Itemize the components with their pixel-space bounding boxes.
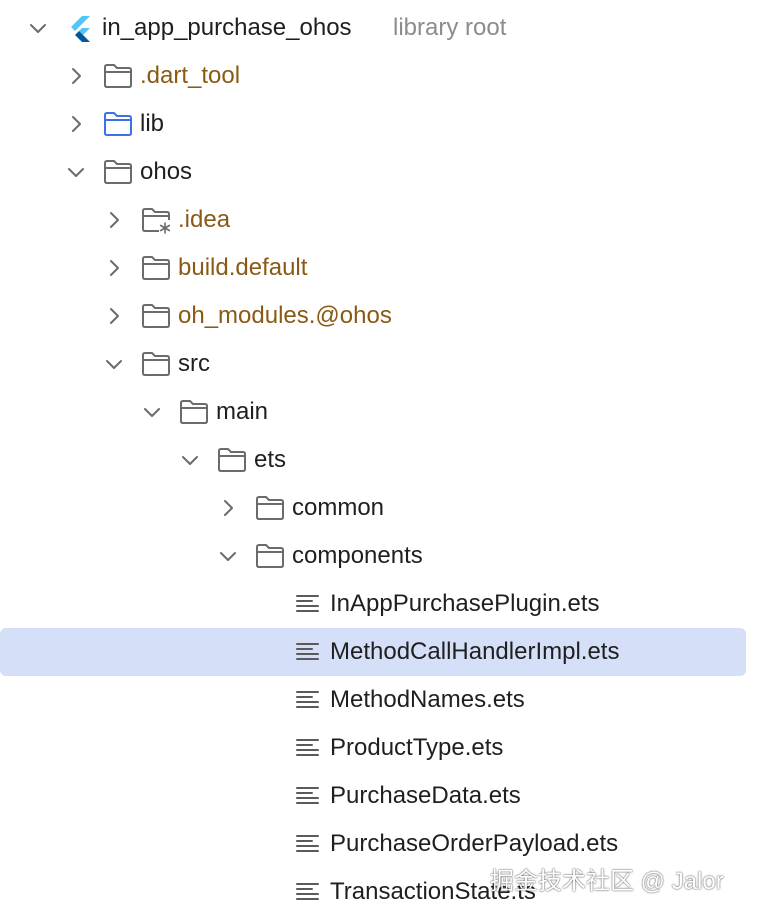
tree-row-main[interactable]: main: [0, 388, 748, 436]
folder-icon: [142, 304, 170, 328]
file-label: MethodNames.ets: [330, 686, 525, 713]
text-file-icon: [296, 835, 319, 852]
tree-row-src[interactable]: src: [0, 340, 748, 388]
file-label: PurchaseOrderPayload.ets: [330, 830, 619, 857]
tree-row-oh-modules[interactable]: oh_modules.@ohos: [0, 292, 748, 340]
folder-icon: [218, 448, 246, 472]
tree-row-lib[interactable]: lib: [0, 100, 748, 148]
tree-label: .idea: [178, 206, 231, 233]
tree-row-root[interactable]: in_app_purchase_ohos library root: [0, 4, 748, 52]
folder-icon: [104, 64, 132, 88]
tree-row-file[interactable]: InAppPurchasePlugin.ets: [0, 580, 748, 628]
text-file-icon: [296, 691, 319, 708]
watermark: 掘金技术社区 @ Jalor: [490, 868, 724, 895]
tree-row-file[interactable]: PurchaseOrderPayload.ets: [0, 820, 748, 868]
tree-row-file[interactable]: PurchaseData.ets: [0, 772, 748, 820]
folder-icon: [104, 160, 132, 184]
chevron-right-icon[interactable]: [102, 208, 126, 232]
tree-row-ohos[interactable]: ohos: [0, 148, 748, 196]
text-file-icon: [296, 643, 319, 660]
tree-row-file[interactable]: TransactionState.ts: [0, 868, 748, 916]
tree-row-components[interactable]: components: [0, 532, 748, 580]
tree-label: lib: [140, 110, 165, 137]
source-folder-icon: [104, 112, 132, 136]
tree-label: oh_modules.@ohos: [178, 302, 392, 329]
tree-label: common: [292, 494, 385, 521]
chevron-down-icon[interactable]: [26, 16, 50, 40]
file-label: ProductType.ets: [330, 734, 504, 761]
tree-row-file[interactable]: MethodNames.ets: [0, 676, 748, 724]
folder-icon: [142, 352, 170, 376]
text-file-icon: [296, 595, 319, 612]
tree-row-file[interactable]: ProductType.ets: [0, 724, 748, 772]
chevron-right-icon[interactable]: [102, 304, 126, 328]
chevron-down-icon[interactable]: [178, 448, 202, 472]
file-label: MethodCallHandlerImpl.ets: [330, 638, 620, 665]
folder-icon: [180, 400, 208, 424]
chevron-down-icon[interactable]: [102, 352, 126, 376]
root-hint: library root: [393, 14, 507, 41]
root-name: in_app_purchase_ohos: [102, 14, 352, 41]
file-label: InAppPurchasePlugin.ets: [330, 590, 600, 617]
flutter-icon: [71, 16, 90, 42]
chevron-down-icon[interactable]: [216, 544, 240, 568]
file-label: TransactionState.ts: [330, 878, 536, 905]
tree-label: components: [292, 542, 423, 569]
tree-row-build-default[interactable]: build.default: [0, 244, 748, 292]
tree-label: .dart_tool: [140, 62, 241, 89]
text-file-icon: [296, 883, 319, 900]
folder-icon: [256, 544, 284, 568]
file-label: PurchaseData.ets: [330, 782, 521, 809]
tree-row-ets[interactable]: ets: [0, 436, 748, 484]
chevron-right-icon[interactable]: [216, 496, 240, 520]
tree-label: ets: [254, 446, 287, 473]
tree-row-common[interactable]: common: [0, 484, 748, 532]
chevron-right-icon[interactable]: [102, 256, 126, 280]
chevron-down-icon[interactable]: [64, 160, 88, 184]
folder-icon: [142, 256, 170, 280]
text-file-icon: [296, 787, 319, 804]
text-file-icon: [296, 739, 319, 756]
tree-row-file-selected[interactable]: MethodCallHandlerImpl.ets: [0, 628, 746, 676]
settings-folder-icon: [142, 208, 171, 234]
tree-label: build.default: [178, 254, 308, 281]
tree-row-dart-tool[interactable]: .dart_tool: [0, 52, 748, 100]
tree-row-idea[interactable]: .idea: [0, 196, 748, 244]
chevron-right-icon[interactable]: [64, 112, 88, 136]
chevron-right-icon[interactable]: [64, 64, 88, 88]
tree-label: main: [216, 398, 269, 425]
tree-label: src: [178, 350, 210, 377]
folder-icon: [256, 496, 284, 520]
tree-label: ohos: [140, 158, 193, 185]
chevron-down-icon[interactable]: [140, 400, 164, 424]
